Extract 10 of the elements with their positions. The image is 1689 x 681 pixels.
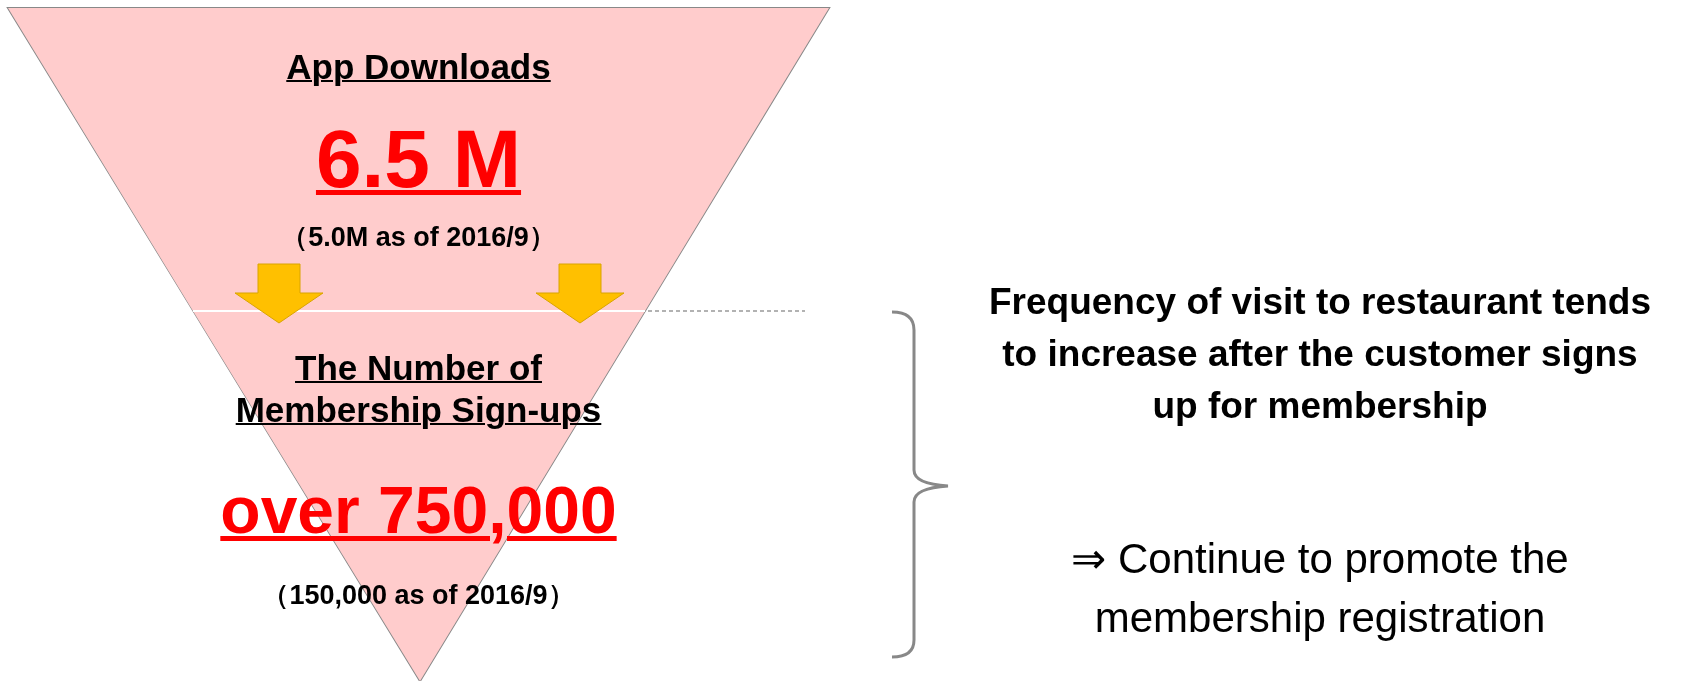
note: （5.0M as of 2016/9） [281, 221, 556, 254]
block-arrow [535, 263, 625, 324]
heading: The Number of Membership Sign-ups [234, 347, 603, 431]
metric-value: 6.5 M [315, 112, 522, 206]
note: （150,000 as of 2016/9） [262, 579, 575, 612]
metric-value: over 750,000 [220, 472, 617, 549]
note-text: Frequency of visit to restaurant tends to increase after the customer signs up for membership [988, 280, 1652, 428]
block-arrow [234, 263, 324, 324]
conclusion-text: ⇒ Continue to promote the membership registration [1070, 534, 1570, 643]
heading: App Downloads [286, 46, 551, 88]
